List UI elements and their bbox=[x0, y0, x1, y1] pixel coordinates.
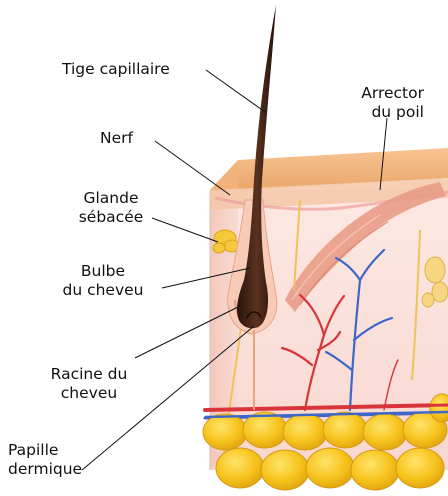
label-arrector-du-poil: Arrector du poil bbox=[330, 84, 424, 122]
label-papille-dermique: Papille dermique bbox=[8, 441, 82, 479]
label-bulbe-du-cheveu: Bulbe du cheveu bbox=[44, 262, 162, 300]
label-glande-sebacee: Glande sébacée bbox=[70, 189, 152, 227]
label-nerf: Nerf bbox=[100, 129, 133, 148]
label-racine-du-cheveu: Racine du cheveu bbox=[40, 365, 138, 403]
label-tige-capillaire: Tige capillaire bbox=[62, 60, 170, 79]
